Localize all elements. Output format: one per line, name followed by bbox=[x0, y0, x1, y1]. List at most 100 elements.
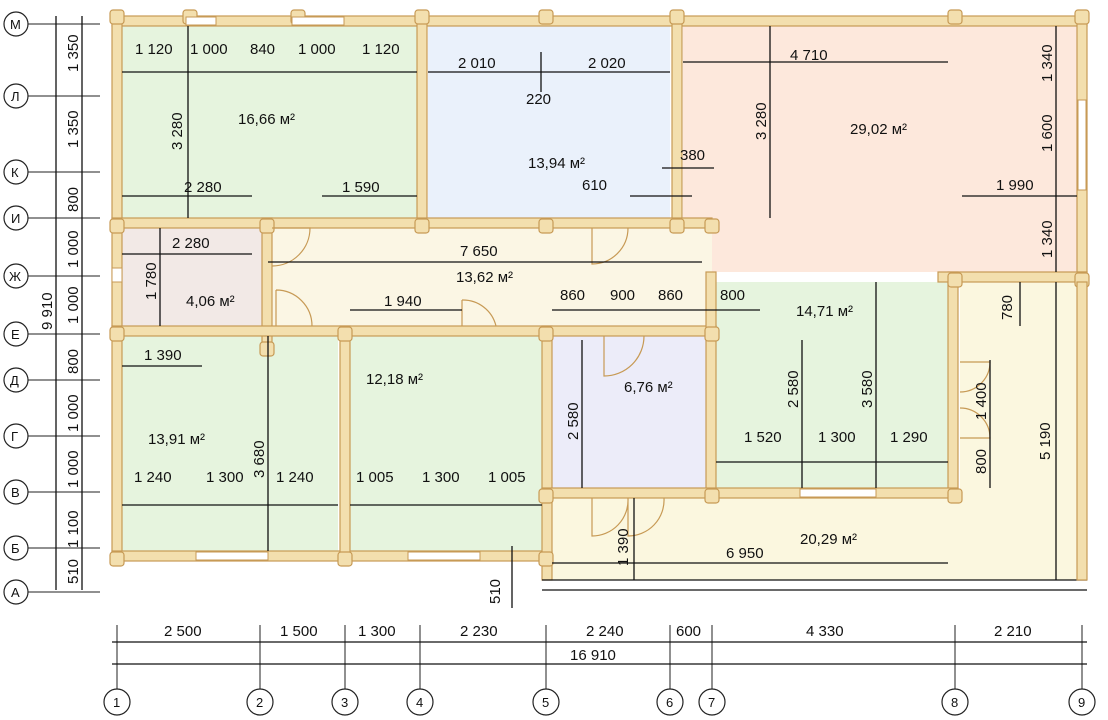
wall-left bbox=[111, 15, 123, 562]
bottom-dimensions: 2 500 1 500 1 300 2 230 2 240 600 4 330 … bbox=[164, 623, 1032, 664]
dim-label-vertical: 1 400 bbox=[973, 382, 990, 420]
dim-label-vertical: 510 bbox=[487, 579, 504, 604]
bottom-dim-label: 1 300 bbox=[358, 623, 396, 640]
dim-label: 900 bbox=[610, 287, 635, 304]
bottom-total-label: 16 910 bbox=[570, 647, 616, 664]
grid-axes bbox=[28, 23, 1083, 689]
wall-h-axisE bbox=[111, 325, 717, 337]
left-dim-label: 1 000 bbox=[65, 394, 82, 432]
log-knot bbox=[337, 326, 353, 342]
wall-terrace-right bbox=[1076, 281, 1088, 581]
axis-bubble bbox=[3, 263, 29, 289]
left-total-label: 9 910 bbox=[39, 292, 56, 330]
axis-label: К bbox=[11, 165, 19, 180]
wall-bottom-left bbox=[111, 550, 553, 562]
dim-label: 1 300 bbox=[206, 469, 244, 486]
log-knot bbox=[704, 326, 720, 342]
dim-label: 4 710 bbox=[790, 47, 828, 64]
dim-label: 1 120 bbox=[135, 41, 173, 58]
room-fills bbox=[122, 26, 1080, 580]
window bbox=[1077, 99, 1087, 191]
bottom-dim-label: 600 bbox=[676, 623, 701, 640]
axis-label: В bbox=[11, 485, 20, 500]
room-fill-10 bbox=[552, 498, 1080, 580]
axis-label: 2 bbox=[256, 695, 263, 710]
log-knot bbox=[1074, 9, 1090, 25]
wall-v-axis5 bbox=[541, 325, 553, 581]
log-knot bbox=[109, 326, 125, 342]
dim-label-vertical: 3 580 bbox=[859, 370, 876, 408]
wall-v-axis8 bbox=[947, 271, 959, 499]
dim-label-vertical: 2 580 bbox=[785, 370, 802, 408]
log-knots bbox=[109, 9, 1090, 567]
dim-label-vertical: 3 680 bbox=[251, 440, 268, 478]
log-knot bbox=[947, 9, 963, 25]
left-dim-label: 510 bbox=[65, 559, 82, 584]
room-fill-6 bbox=[122, 336, 338, 551]
axis-label: 3 bbox=[341, 695, 348, 710]
dim-label: 860 bbox=[658, 287, 683, 304]
room-fill-9 bbox=[716, 282, 948, 488]
door-arc bbox=[275, 289, 313, 327]
wall-h-axisV bbox=[541, 487, 959, 499]
window bbox=[407, 551, 481, 561]
dim-label: 1 240 bbox=[276, 469, 314, 486]
log-knot bbox=[538, 488, 554, 504]
room-area-label: 14,71 м² bbox=[796, 303, 853, 320]
axis-bubble bbox=[1068, 688, 1096, 716]
log-knot bbox=[538, 9, 554, 25]
axis-bubble bbox=[941, 688, 969, 716]
axis-bubble bbox=[3, 11, 29, 37]
dim-label: 1 000 bbox=[298, 41, 336, 58]
dim-label-vertical: 1 340 bbox=[1039, 44, 1056, 82]
axis-label: Л bbox=[11, 89, 20, 104]
bottom-dim-label: 1 500 bbox=[280, 623, 318, 640]
log-knot bbox=[947, 488, 963, 504]
log-knot bbox=[109, 9, 125, 25]
dim-label: 1 290 bbox=[890, 429, 928, 446]
room-area-label: 13,91 м² bbox=[148, 431, 205, 448]
axis-label: М bbox=[10, 17, 21, 32]
bottom-dim-label: 2 500 bbox=[164, 623, 202, 640]
dim-label: 1 300 bbox=[818, 429, 856, 446]
log-knot bbox=[947, 272, 963, 288]
log-knot bbox=[704, 218, 720, 234]
bottom-dim-label: 2 230 bbox=[460, 623, 498, 640]
dim-label: 2 280 bbox=[172, 235, 210, 252]
wall-v-room1-2 bbox=[416, 15, 428, 229]
log-knot bbox=[414, 218, 430, 234]
wall-top bbox=[111, 15, 1088, 27]
log-knot bbox=[259, 341, 275, 357]
window bbox=[111, 267, 123, 283]
room-area-label: 6,76 м² bbox=[624, 379, 673, 396]
dimension-lines bbox=[55, 16, 1088, 665]
door-arc bbox=[461, 299, 497, 327]
dim-label: 1 520 bbox=[744, 429, 782, 446]
axis-label: 7 bbox=[708, 695, 715, 710]
axis-label: А bbox=[11, 585, 20, 600]
dim-label: 2 020 bbox=[588, 55, 626, 72]
axis-bubble bbox=[656, 688, 684, 716]
dim-label: 1 590 bbox=[342, 179, 380, 196]
room-area-label: 16,66 м² bbox=[238, 111, 295, 128]
room-fill-1 bbox=[122, 26, 417, 218]
axis-label: 8 bbox=[951, 695, 958, 710]
axis-bubble bbox=[3, 83, 29, 109]
dim-label: 840 bbox=[250, 41, 275, 58]
axis-bubble bbox=[331, 688, 359, 716]
room-fill-2 bbox=[428, 26, 670, 218]
room-fill-8 bbox=[552, 336, 706, 488]
dim-label: 1 120 bbox=[362, 41, 400, 58]
log-knot bbox=[109, 218, 125, 234]
room-area-label: 4,06 м² bbox=[186, 293, 235, 310]
axis-bubble bbox=[3, 479, 29, 505]
dim-label: 6 950 bbox=[726, 545, 764, 562]
axis-label: 4 bbox=[416, 695, 423, 710]
window bbox=[291, 16, 345, 26]
log-knot bbox=[109, 551, 125, 567]
room-area-label: 12,18 м² bbox=[366, 371, 423, 388]
dim-label: 1 240 bbox=[134, 469, 172, 486]
axis-bubble bbox=[3, 367, 29, 393]
bottom-dim-label: 2 210 bbox=[994, 623, 1032, 640]
